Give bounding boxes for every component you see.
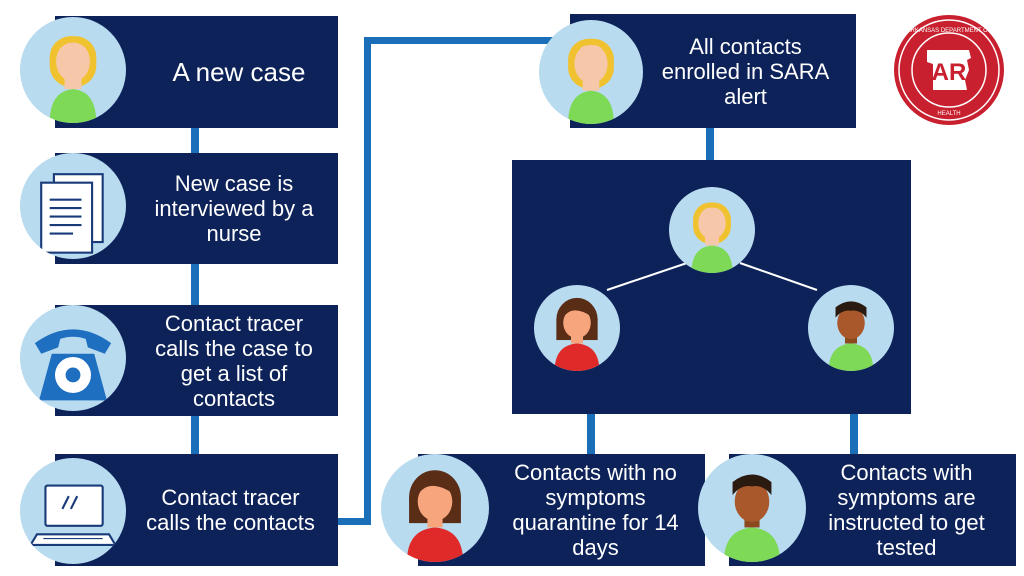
step-tracer-calls-contacts-label: Contact tracer calls the contacts (146, 485, 315, 535)
connector-line (191, 264, 199, 306)
blonde-woman-icon (20, 17, 126, 123)
step-new-case-label: A new case (172, 56, 306, 87)
blonde-woman-icon (669, 187, 755, 273)
connector-line (706, 128, 714, 160)
svg-text:HEALTH: HEALTH (937, 111, 960, 117)
man-green-shirt-icon (808, 285, 894, 371)
svg-text:AR: AR (932, 59, 967, 86)
logo-seal: AR ARKANSAS DEPARTMENT OF HEALTH (893, 14, 1005, 126)
step-no-symptoms-label: Contacts with no symptoms quarantine for… (512, 460, 679, 560)
step-tracer-calls-case-label: Contact tracer calls the case to get a l… (155, 310, 313, 411)
document-icon (20, 153, 126, 259)
contact-network-lines (606, 262, 818, 291)
woman-red-shirt-icon (381, 454, 489, 562)
connector-line (191, 416, 199, 454)
step-sara-label: All contacts enrolled in SARA alert (661, 33, 830, 109)
man-green-shirt-icon (698, 454, 806, 562)
svg-text:ARKANSAS DEPARTMENT OF: ARKANSAS DEPARTMENT OF (906, 28, 991, 34)
woman-red-shirt-icon (534, 285, 620, 371)
laptop-icon (20, 458, 126, 564)
blonde-woman-icon (539, 20, 643, 124)
step-interview-label: New case is interviewed by a nurse (154, 171, 314, 246)
step-symptoms-label: Contacts with symptoms are instructed to… (828, 460, 985, 560)
connector-line (587, 414, 595, 454)
connector-line (338, 518, 370, 525)
connector-line (364, 37, 371, 525)
telephone-icon (20, 305, 126, 411)
connector-line (364, 37, 570, 44)
connector-line (191, 128, 199, 154)
connector-line (850, 414, 858, 454)
